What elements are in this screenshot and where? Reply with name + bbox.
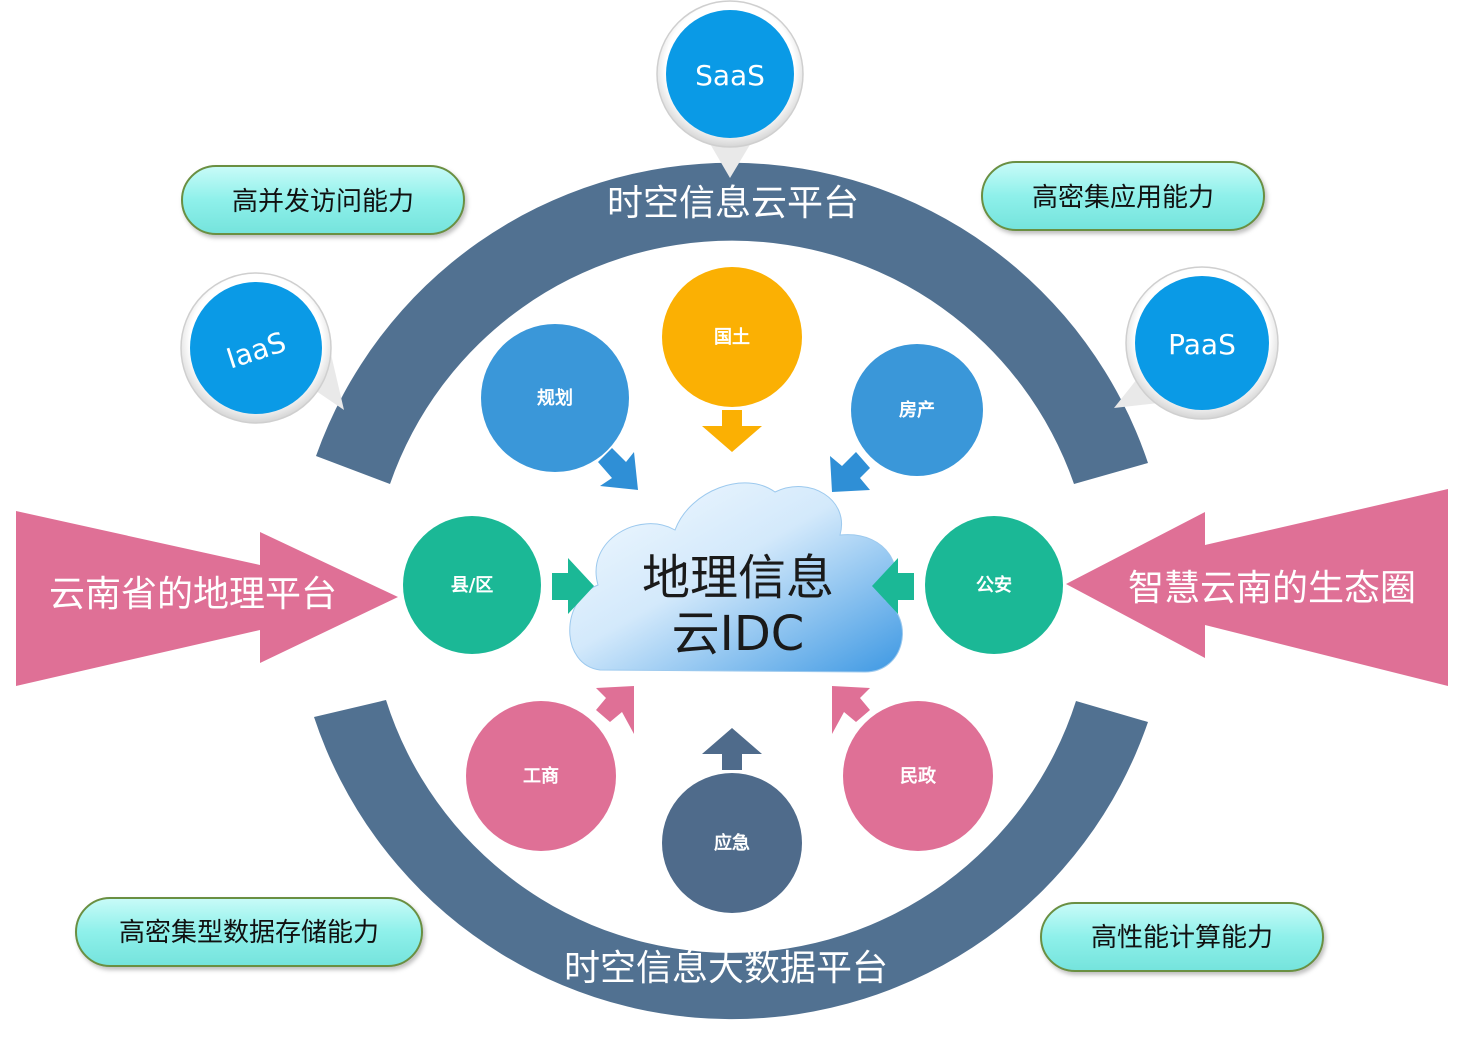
dept-guotu-label: 国土 [714, 327, 750, 348]
arrow-gongshang [596, 686, 634, 734]
capability-text-bottom-left: 高密集型数据存储能力 [119, 918, 379, 948]
dept-gongshang-label: 工商 [523, 765, 559, 787]
dept-guihua: 规划 [481, 324, 629, 472]
right-big-arrow [1066, 489, 1448, 686]
iaas-bubble: IaaS [180, 272, 332, 424]
saas-bubble: SaaS [656, 0, 804, 148]
capability-pill-bottom-left: 高密集型数据存储能力 [75, 897, 423, 967]
capability-text-top-right: 高密集应用能力 [1032, 183, 1214, 213]
paas-label: PaaS [1168, 328, 1236, 361]
top-arc-band [316, 162, 1148, 484]
arrow-gongan [872, 558, 914, 614]
arrow-yingji [702, 728, 762, 770]
center-title-line1: 地理信息 [642, 550, 834, 606]
capability-pill-top-right: 高密集应用能力 [981, 161, 1265, 231]
dept-guotu: 国土 [662, 267, 802, 407]
top-arc-label: 时空信息云平台 [607, 183, 859, 224]
capability-pill-top-left: 高并发访问能力 [181, 165, 465, 235]
capability-pill-bottom-right: 高性能计算能力 [1040, 902, 1324, 972]
saas-label: SaaS [695, 59, 765, 92]
paas-bubble: PaaS [1125, 266, 1279, 420]
bottom-arc-label: 时空信息大数据平台 [564, 948, 888, 989]
dept-gongshang: 工商 [466, 701, 616, 851]
dept-fangchan: 房产 [851, 344, 983, 476]
dept-xianqu-label: 县/区 [451, 575, 494, 596]
dept-minzheng-label: 民政 [900, 765, 937, 787]
left-big-arrow [16, 511, 398, 686]
arrow-minzheng [832, 686, 870, 734]
capability-text-top-left: 高并发访问能力 [232, 187, 414, 217]
dept-guihua-label: 规划 [537, 387, 573, 409]
arrow-xianqu [552, 558, 594, 614]
dept-gongan: 公安 [925, 516, 1063, 654]
dept-xianqu: 县/区 [403, 516, 541, 654]
dept-minzheng: 民政 [843, 701, 993, 851]
center-title-line2: 云IDC [672, 606, 805, 662]
bottom-arc-band [314, 700, 1148, 1020]
arrow-guihua [598, 448, 638, 490]
left-arrow-label: 云南省的地理平台 [49, 574, 337, 615]
dept-yingji-label: 应急 [714, 832, 750, 854]
arrow-guotu [702, 410, 762, 452]
dept-gongan-label: 公安 [976, 574, 1012, 596]
capability-text-bottom-right: 高性能计算能力 [1091, 923, 1273, 953]
right-arrow-label: 智慧云南的生态圈 [1128, 568, 1416, 609]
dept-fangchan-label: 房产 [899, 399, 935, 421]
arrow-fangchan [830, 452, 870, 492]
dept-yingji: 应急 [662, 773, 802, 913]
center-cloud: 地理信息 云IDC [569, 482, 903, 673]
